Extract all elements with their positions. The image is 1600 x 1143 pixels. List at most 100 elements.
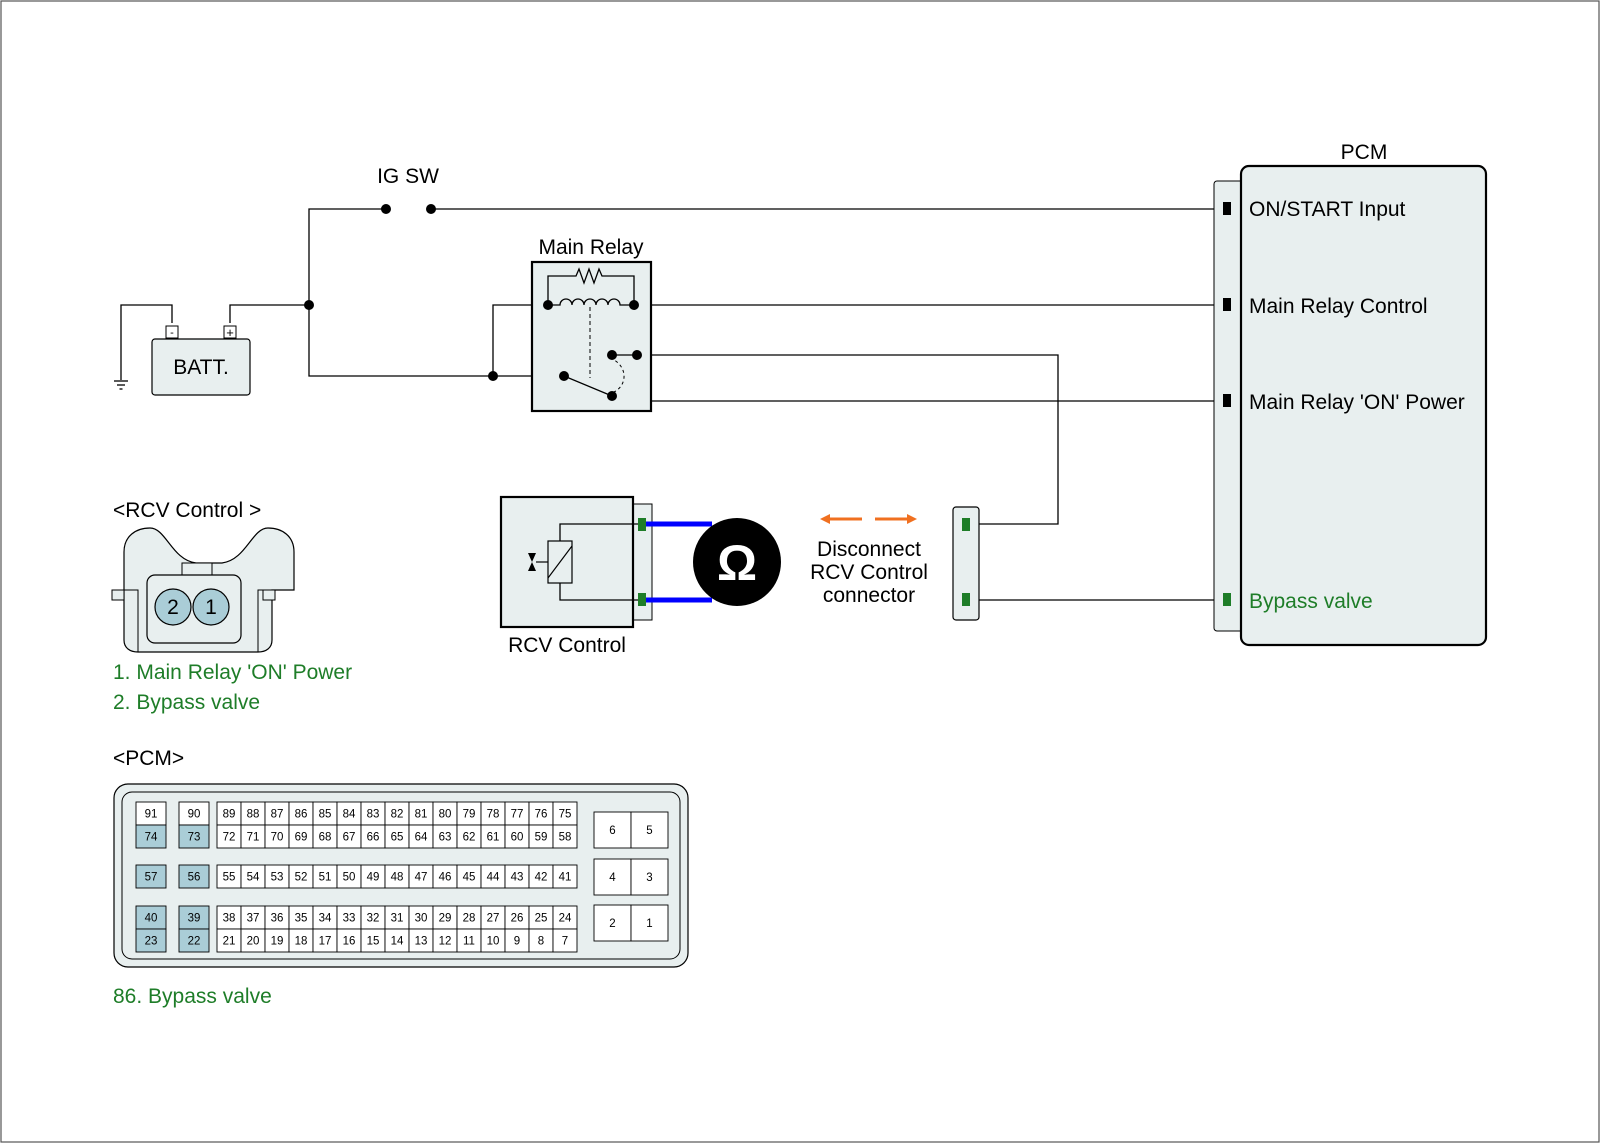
pcm-pin-2-cell (593, 904, 632, 942)
pcm-pin-41-cell (552, 864, 578, 889)
pcm-pin-54: 54 (247, 872, 260, 884)
pcm-pin-91: 91 (145, 809, 158, 821)
pcm-pin-14: 14 (391, 936, 404, 948)
pcm-pin-16: 16 (343, 936, 356, 948)
pcm-pin-53: 53 (271, 872, 284, 884)
pcm-pin-28: 28 (463, 913, 476, 925)
pcm-connector-title: <PCM> (113, 747, 184, 770)
pcm-pin-17: 17 (319, 936, 332, 948)
pcm-pin-65: 65 (391, 832, 404, 844)
pcm-pin-27: 27 (487, 913, 500, 925)
pcm-pin-73: 73 (188, 832, 201, 844)
pcm-pin-73-cell (178, 824, 210, 849)
rcv-pin-2: 2 (167, 596, 179, 619)
pcm-pin-57-cell (135, 864, 167, 889)
pcm-pin-29: 29 (439, 913, 452, 925)
pcm-pin-49: 49 (367, 872, 380, 884)
pcm-pin-48: 48 (391, 872, 404, 884)
junction-dots (304, 300, 498, 381)
pcm-pin-30: 30 (415, 913, 428, 925)
pcm-terminal-on-start: ON/START Input (1249, 198, 1406, 221)
pcm-pin-21: 21 (223, 936, 236, 948)
pcm-pin-56: 56 (188, 872, 201, 884)
pcm-pin-24: 24 (559, 913, 572, 925)
pcm-pin-18: 18 (295, 936, 308, 948)
ground-icon (114, 380, 128, 390)
pcm-pin-58: 58 (559, 832, 572, 844)
pcm-pin-25: 25 (535, 913, 548, 925)
pcm-pin-3-cell (630, 858, 669, 896)
disconnect-text-2: RCV Control (810, 561, 928, 584)
pcm-pin-6: 6 (609, 825, 615, 837)
pcm-pin-47: 47 (415, 872, 428, 884)
main-relay: Main Relay (530, 236, 653, 413)
pcm-pin-55: 55 (223, 872, 236, 884)
pcm-pin-7-cell (552, 928, 578, 953)
pcm-pin-69: 69 (295, 832, 308, 844)
pcm-terminal-main-relay-control: Main Relay Control (1249, 295, 1428, 318)
pcm-pin-79: 79 (463, 809, 476, 821)
omega-symbol: Ω (717, 535, 757, 591)
pcm-pin-82: 82 (391, 809, 404, 821)
pcm-pin-5: 5 (646, 825, 652, 837)
pcm-pin-9: 9 (514, 936, 520, 948)
pcm-pin-50: 50 (343, 872, 356, 884)
pcm-pin-45: 45 (463, 872, 476, 884)
ohm-meter-icon (693, 518, 781, 606)
pcm-pin-70: 70 (271, 832, 284, 844)
pcm-terminal-main-relay-on-power: Main Relay 'ON' Power (1249, 391, 1465, 414)
pcm-pin-22: 22 (188, 936, 201, 948)
pcm-pin-59: 59 (535, 832, 548, 844)
pcm-pin-90: 90 (188, 809, 201, 821)
pcm-pin-84: 84 (343, 809, 356, 821)
pcm-pin-39: 39 (188, 913, 201, 925)
pcm-pin-23-cell (135, 928, 167, 953)
pcm-pin-56-cell (178, 864, 210, 889)
pcm-terminal-bypass-valve: Bypass valve (1249, 590, 1373, 613)
battery-positive-label: + (226, 325, 234, 340)
rcv-pin-1: 1 (205, 596, 217, 619)
pcm-pin-77: 77 (511, 809, 524, 821)
disconnect-text-3: connector (823, 584, 915, 607)
pcm-pin-43: 43 (511, 872, 524, 884)
rcv-connector-title: <RCV Control > (113, 499, 261, 522)
pcm-pin-51: 51 (319, 872, 332, 884)
pcm-pin-12: 12 (439, 936, 452, 948)
pcm-pin-4-cell (593, 858, 632, 896)
pcm-pin-66: 66 (367, 832, 380, 844)
pcm-pin-85: 85 (319, 809, 332, 821)
pcm-pin-62: 62 (463, 832, 476, 844)
pcm-pin-15: 15 (367, 936, 380, 948)
pcm-legend-1: 86. Bypass valve (113, 985, 272, 1008)
pcm-pin-40: 40 (145, 913, 158, 925)
pcm-title: PCM (1341, 141, 1388, 164)
pcm-pin-83: 83 (367, 809, 380, 821)
battery: - + BATT. (151, 325, 251, 396)
pcm-pin-78: 78 (487, 809, 500, 821)
pcm-pin-8: 8 (538, 936, 544, 948)
pcm-pin-32: 32 (367, 913, 380, 925)
pcm-pin-61: 61 (487, 832, 500, 844)
pcm-pin-4: 4 (609, 872, 616, 884)
pcm-pin-64: 64 (415, 832, 428, 844)
pcm-pin-35: 35 (295, 913, 308, 925)
pcm-pin-5-cell (630, 811, 669, 849)
pcm-pin-22-cell (178, 928, 210, 953)
rcv-legend-2: 2. Bypass valve (113, 691, 260, 714)
pcm-pin-88: 88 (247, 809, 260, 821)
pcm-pin-46: 46 (439, 872, 452, 884)
disconnect-indicator: Disconnect RCV Control connector (810, 514, 928, 607)
rcv-control-unit: RCV Control (499, 495, 653, 657)
ohmmeter: Ω (646, 518, 781, 606)
pcm-pin-19: 19 (271, 936, 284, 948)
pcm-pin-89: 89 (223, 809, 236, 821)
rcv-connector-view: <RCV Control > 2 1 1. Main Relay 'ON' Po… (111, 499, 352, 714)
pcm-pin-33: 33 (343, 913, 356, 925)
pcm-pin-41: 41 (559, 872, 572, 884)
pcm-pin-67: 67 (343, 832, 356, 844)
battery-negative-label: - (170, 327, 174, 339)
pcm-pin-11: 11 (463, 936, 475, 948)
